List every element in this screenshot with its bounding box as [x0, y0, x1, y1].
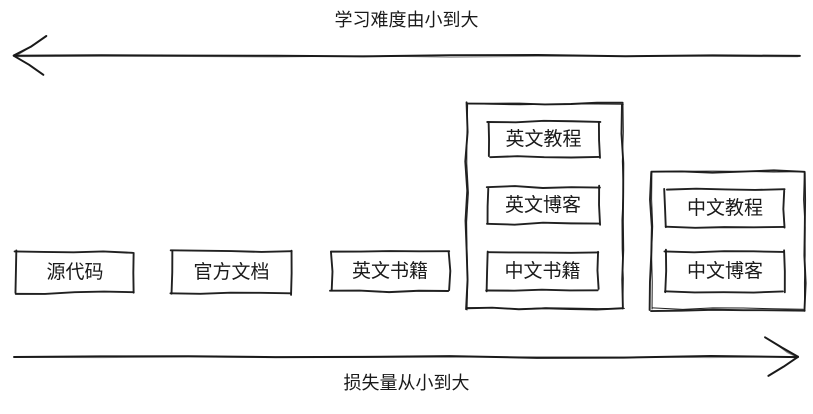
node-chinese-tutorial[interactable]: 中文教程 [686, 196, 763, 219]
bottom-axis-label: 损失量从小到大 [343, 373, 470, 394]
node-chinese-books[interactable]: 中文书籍 [504, 260, 581, 282]
node-source-code[interactable]: 源代码 [46, 261, 104, 283]
node-official-docs[interactable]: 官方文档 [193, 260, 270, 283]
top-axis-label: 学习难度由小到大 [334, 10, 479, 31]
node-english-tutorial[interactable]: 英文教程 [505, 128, 582, 150]
node-english-books[interactable]: 英文书籍 [351, 260, 428, 282]
node-chinese-blog[interactable]: 中文博客 [686, 260, 763, 282]
node-english-blog[interactable]: 英文博客 [504, 194, 581, 216]
